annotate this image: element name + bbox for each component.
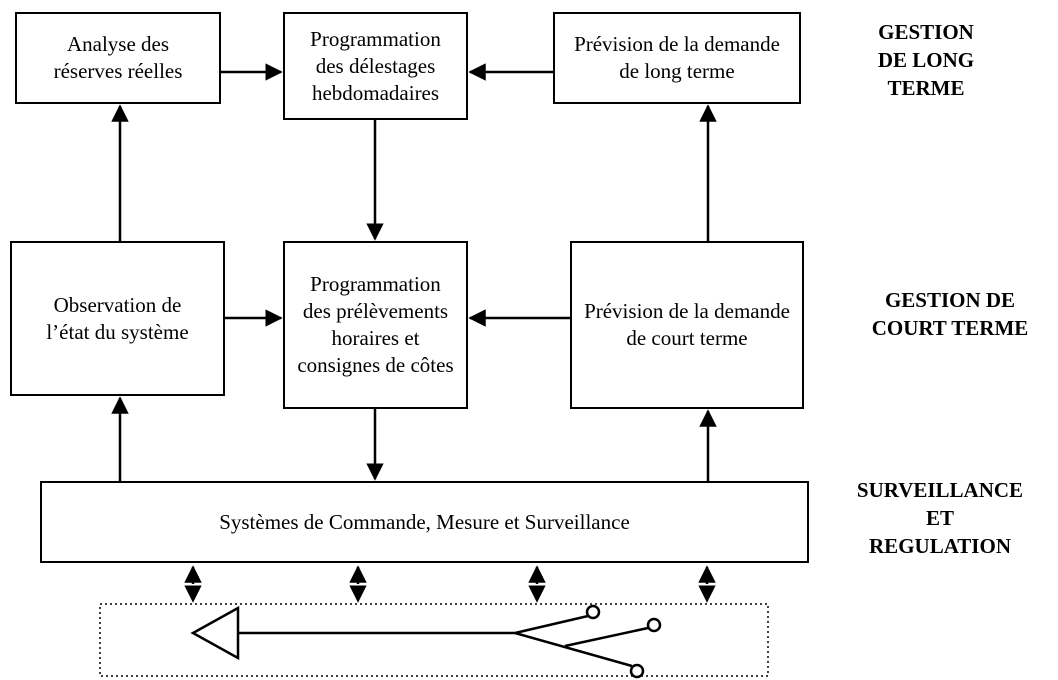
box-prevision-court-terme-label: Prévision de la demande de court terme: [584, 299, 790, 350]
box-analyse-reserves-label: Analyse des réserves réelles: [53, 32, 183, 83]
level-long-terme: GESTION DE LONG TERME: [877, 20, 975, 100]
box-observation-etat: Observation de l’état du système: [10, 241, 225, 396]
box-prevision-long-terme-label: Prévision de la demande de long terme: [574, 32, 780, 83]
box-systemes-commande-label: Systèmes de Commande, Mesure et Surveill…: [219, 509, 630, 534]
box-programmation-delestages-label: Programmation des délestages hebdomadair…: [310, 26, 441, 105]
physical-system-frame: [99, 603, 769, 677]
node-circle-2: [646, 617, 662, 633]
box-programmation-prelevements-label: Programmation des prélèvements horaires …: [297, 272, 454, 377]
box-programmation-delestages: Programmation des délestages hebdomadair…: [283, 12, 468, 120]
box-prevision-long-terme: Prévision de la demande de long terme: [553, 12, 801, 104]
box-analyse-reserves: Analyse des réserves réelles: [15, 12, 221, 104]
box-programmation-prelevements: Programmation des prélèvements horaires …: [283, 241, 468, 409]
level-court-terme: GESTION DE COURT TERME: [871, 288, 1029, 340]
level-regulation: SURVEILLANCE ET REGULATION: [856, 478, 1024, 558]
box-systemes-commande: Systèmes de Commande, Mesure et Surveill…: [40, 481, 809, 563]
box-observation-etat-label: Observation de l’état du système: [46, 292, 189, 344]
outlet-triangle-icon: [190, 605, 240, 661]
river-network-schematic: [190, 604, 662, 679]
node-circle-1: [585, 604, 601, 620]
node-circle-3: [629, 663, 645, 679]
box-prevision-court-terme: Prévision de la demande de court terme: [570, 241, 804, 409]
